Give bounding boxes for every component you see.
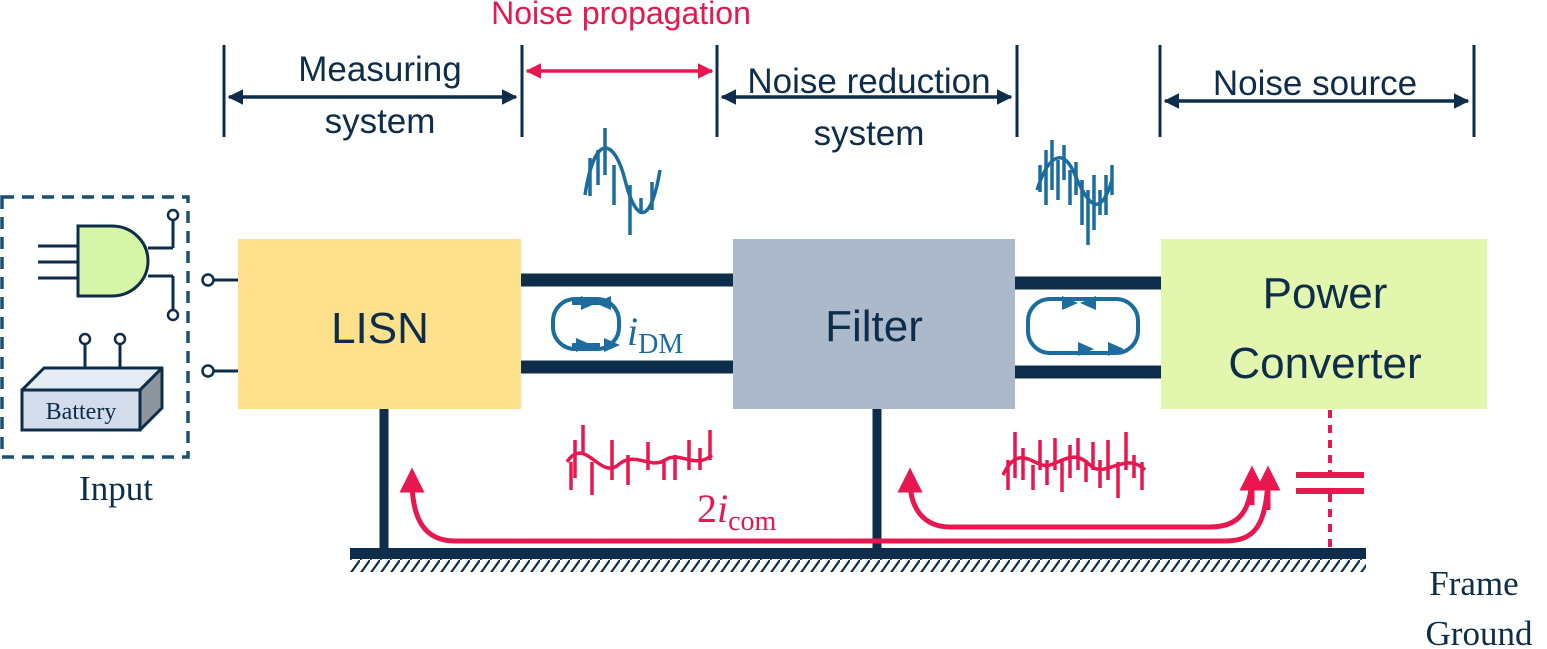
battery-label: Battery [46, 399, 117, 425]
input-label: Input [79, 469, 153, 508]
power-converter-block: Power Converter [1161, 239, 1487, 409]
filter-label: Filter [825, 302, 923, 351]
power-lines [520, 273, 1162, 379]
measuring-system-label-line1: Measuring [298, 50, 461, 89]
ground-hatch-icon [350, 558, 1366, 572]
idm-label: iDM [627, 309, 683, 360]
noise-waveform-icon [583, 128, 662, 235]
capacitor-icon [1296, 410, 1364, 552]
lisn-label: LISN [331, 304, 429, 353]
noise-reduction-label-line1: Noise reduction [747, 62, 990, 101]
lisn-block: LISN [238, 239, 521, 409]
power-converter-label-line2: Converter [1228, 339, 1421, 388]
differential-loop-icon [551, 296, 621, 352]
input-terminals [201, 273, 238, 378]
icom-label: 2icom [697, 486, 777, 537]
noise-propagation-label: Noise propagation [491, 0, 751, 31]
noise-reduction-label-line2: system [814, 114, 925, 153]
noise-source-label: Noise source [1213, 64, 1417, 103]
differential-loop-icon-2 [1026, 296, 1140, 356]
input-dashed-box [0, 195, 190, 459]
measuring-system-label-line2: system [325, 102, 436, 141]
noise-reduction-span [720, 45, 1019, 137]
frame-ground-label-line1: Frame [1429, 564, 1518, 603]
measuring-system-span [222, 45, 524, 137]
noise-waveform-icon-2 [1035, 140, 1114, 245]
noise-waveform-icon-4 [1001, 432, 1147, 498]
noise-propagation-span [525, 45, 719, 137]
filter-block: Filter [733, 239, 1015, 409]
frame-ground-label-line2: Ground [1426, 614, 1533, 649]
noise-waveform-icon-3 [565, 425, 714, 495]
common-mode-path [399, 465, 1281, 544]
frame-ground-bar [350, 548, 1366, 559]
noise-source-span [1158, 45, 1476, 137]
power-converter-label-line1: Power [1263, 269, 1388, 318]
battery-icon: Battery [20, 332, 164, 432]
and-gate-icon [38, 208, 180, 322]
